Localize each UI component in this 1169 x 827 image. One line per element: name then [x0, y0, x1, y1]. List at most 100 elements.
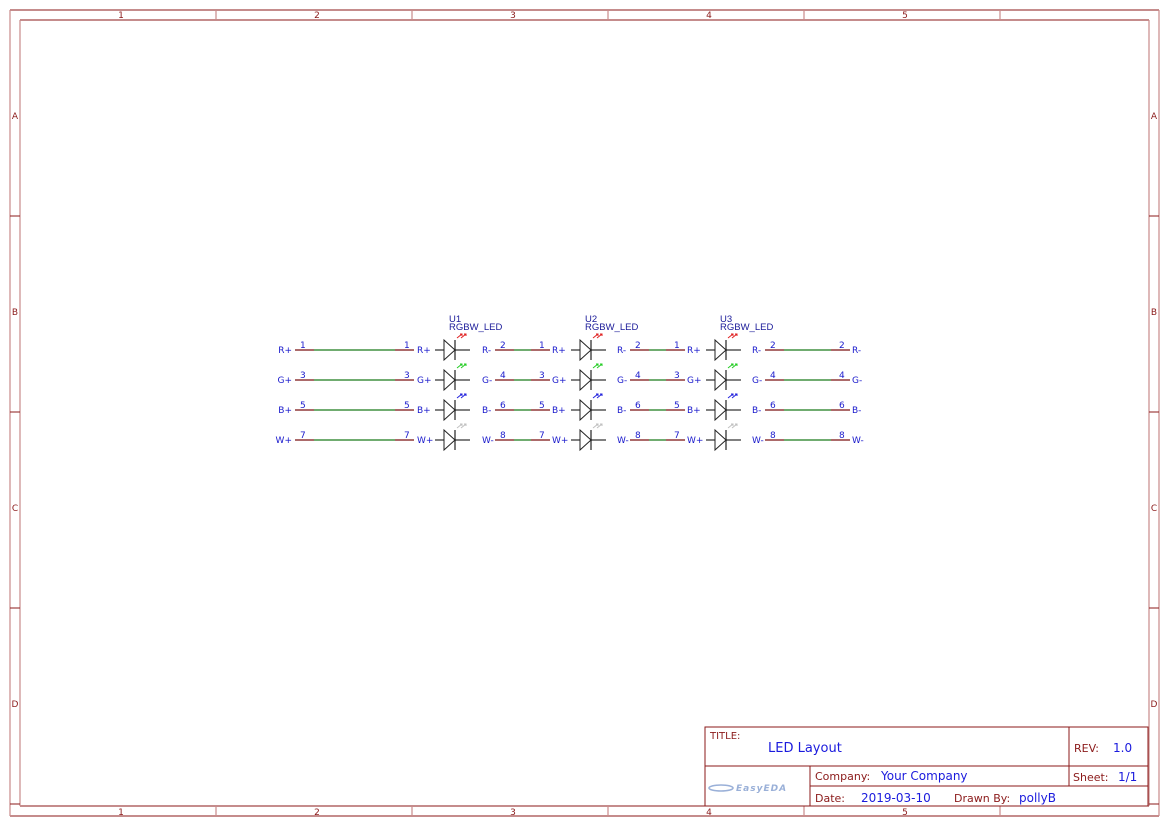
- pin-name: B+: [417, 406, 431, 416]
- row-label: A: [1151, 112, 1158, 122]
- column-label: 5: [902, 808, 908, 818]
- light-arrowhead-icon: [460, 333, 467, 336]
- component-value: RGBW_LED: [720, 322, 773, 333]
- light-arrowhead-icon: [596, 423, 603, 426]
- column-label: 1: [118, 808, 124, 818]
- light-arrowhead-icon: [731, 363, 738, 366]
- led-symbol: [706, 363, 741, 392]
- pin-name: B+: [687, 406, 701, 416]
- row-label: D: [1151, 700, 1158, 710]
- diode-triangle: [579, 428, 592, 452]
- pin-number: 3: [404, 371, 410, 381]
- diode-triangle: [579, 398, 592, 422]
- pin-number: 5: [404, 401, 410, 411]
- pin-name: G-: [617, 376, 627, 386]
- led-symbol: [571, 333, 606, 362]
- component-ref: U2: [585, 314, 597, 325]
- cloud-icon: [708, 784, 734, 792]
- pin-number: 8: [839, 431, 845, 441]
- pin-name: W+: [687, 436, 703, 446]
- pin-number: 7: [674, 431, 680, 441]
- column-label: 1: [118, 11, 124, 21]
- row-label: B: [1151, 308, 1157, 318]
- diode-triangle: [443, 428, 456, 452]
- pin-number: 1: [404, 341, 410, 351]
- pin-number: 3: [674, 371, 680, 381]
- light-arrowhead-icon: [596, 333, 603, 336]
- pin-name: B+: [552, 406, 566, 416]
- pin-number: 6: [500, 401, 506, 411]
- pin-number: 8: [635, 431, 641, 441]
- drawn-by-label: Drawn By:: [954, 792, 1010, 805]
- date-value: 2019-03-10: [861, 791, 931, 805]
- light-arrow-icon: [592, 423, 603, 429]
- drawing-title: LED Layout: [768, 741, 842, 756]
- light-arrow-icon: [727, 393, 738, 399]
- light-arrow-icon: [592, 363, 603, 369]
- light-arrowhead-icon: [460, 423, 467, 426]
- pin-name: G-: [482, 376, 492, 386]
- pin-number: 5: [674, 401, 680, 411]
- pin-name: R+: [417, 346, 431, 356]
- rev-value: 1.0: [1113, 741, 1132, 755]
- net-label: G-: [852, 376, 862, 386]
- led-symbol: [571, 423, 606, 452]
- net-label: G+: [277, 376, 292, 386]
- title-block: TITLE: LED Layout REV: 1.0 Company: Your…: [704, 726, 1149, 807]
- column-label: 4: [706, 808, 712, 818]
- pin-number: 3: [539, 371, 545, 381]
- diode-triangle: [443, 338, 456, 362]
- pin-name: B-: [482, 406, 491, 416]
- pin-number: 7: [300, 431, 306, 441]
- column-label: 3: [510, 808, 516, 818]
- easyeda-logo: EasyEDA: [708, 784, 787, 794]
- row-label: D: [12, 700, 19, 710]
- pin-number: 4: [635, 371, 641, 381]
- pin-name: R-: [617, 346, 626, 356]
- net-label: R-: [852, 346, 861, 356]
- svg-text:EasyEDA: EasyEDA: [736, 784, 787, 794]
- light-arrow-icon: [456, 333, 467, 339]
- light-arrowhead-icon: [596, 363, 603, 366]
- light-arrow-icon: [456, 363, 467, 369]
- led-symbol: [571, 393, 606, 422]
- pin-number: 2: [500, 341, 506, 351]
- pin-name: W+: [417, 436, 433, 446]
- pin-name: G-: [752, 376, 762, 386]
- led-symbol: [706, 423, 741, 452]
- diode-triangle: [714, 398, 727, 422]
- pin-number: 1: [674, 341, 680, 351]
- net-label: W-: [852, 436, 864, 446]
- led-symbol: [706, 393, 741, 422]
- pin-name: B-: [752, 406, 761, 416]
- pin-number: 5: [300, 401, 306, 411]
- led-symbol: [435, 393, 470, 422]
- light-arrow-icon: [592, 333, 603, 339]
- rev-label: REV:: [1074, 742, 1099, 755]
- row-label: C: [12, 504, 18, 514]
- pin-number: 3: [300, 371, 306, 381]
- net-label: R+: [278, 346, 292, 356]
- pin-name: R-: [482, 346, 491, 356]
- led-symbol: [435, 363, 470, 392]
- pin-number: 4: [500, 371, 506, 381]
- pin-name: W-: [752, 436, 764, 446]
- net-label: B-: [852, 406, 861, 416]
- column-label: 3: [510, 11, 516, 21]
- column-label: 2: [314, 11, 320, 21]
- component-ref: U1: [449, 314, 461, 325]
- light-arrow-icon: [727, 423, 738, 429]
- led-symbol: [435, 333, 470, 362]
- diode-triangle: [714, 338, 727, 362]
- diode-triangle: [579, 338, 592, 362]
- column-label: 5: [902, 11, 908, 21]
- pin-name: W-: [617, 436, 629, 446]
- light-arrowhead-icon: [460, 393, 467, 396]
- pin-number: 2: [770, 341, 776, 351]
- led-symbol: [435, 423, 470, 452]
- light-arrowhead-icon: [460, 363, 467, 366]
- light-arrowhead-icon: [731, 393, 738, 396]
- pin-number: 2: [839, 341, 845, 351]
- pin-name: G+: [687, 376, 702, 386]
